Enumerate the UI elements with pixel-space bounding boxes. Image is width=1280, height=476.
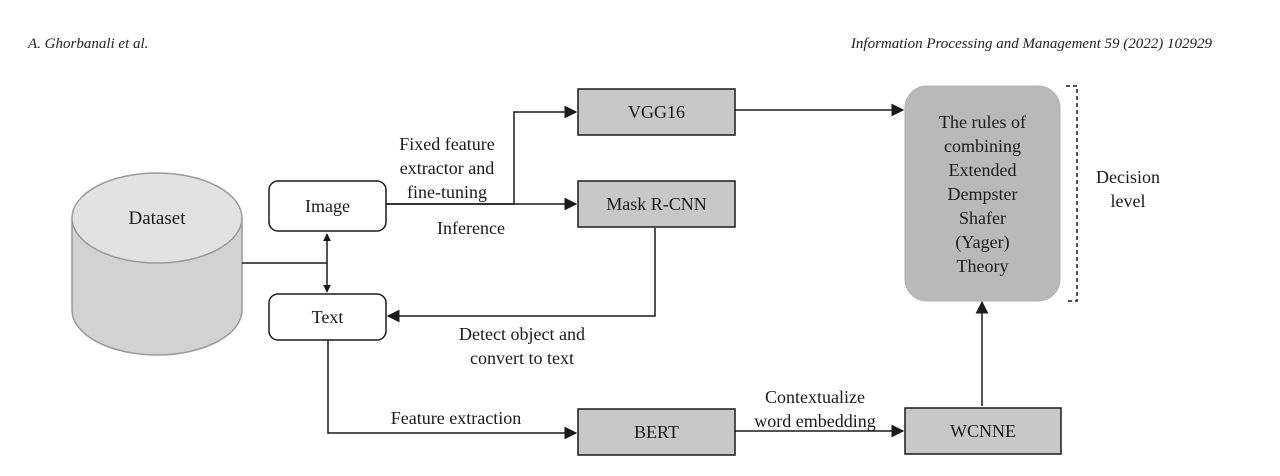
fusion-line-2: combining (944, 136, 1021, 156)
bert-label: BERT (634, 422, 679, 442)
bert-node: BERT (577, 408, 736, 456)
dataset-cylinder: Dataset (71, 172, 243, 356)
fusion-line-7: Theory (957, 256, 1009, 276)
decision-level-bracket (1066, 85, 1078, 302)
header-journal: Information Processing and Management 59… (850, 36, 1212, 52)
text-label: Text (312, 307, 344, 327)
detect-object-line-2: convert to text (470, 348, 574, 368)
mask-rcnn-node: Mask R-CNN (577, 180, 736, 228)
text-node: Text (268, 293, 387, 341)
inference-label: Inference (437, 218, 505, 238)
mask-rcnn-label: Mask R-CNN (606, 194, 707, 214)
contextualize-line-2: word embedding (754, 411, 875, 431)
fusion-node: The rules of combining Extended Dempster… (904, 85, 1061, 302)
wcnne-node: WCNNE (904, 407, 1062, 455)
feature-extraction-label: Feature extraction (391, 408, 521, 428)
image-node: Image (268, 180, 387, 232)
fusion-line-5: Shafer (959, 208, 1006, 228)
text-to-bert-arrow (327, 340, 578, 440)
fusion-line-1: The rules of (939, 112, 1026, 132)
dataset-label: Dataset (129, 208, 187, 229)
fixed-feature-line-3: fine-tuning (407, 182, 487, 202)
fusion-line-3: Extended (949, 160, 1017, 180)
fixed-feature-line-1: Fixed feature (399, 134, 494, 154)
connectors (242, 85, 1078, 440)
wcnne-label: WCNNE (950, 421, 1016, 441)
image-label: Image (305, 196, 350, 216)
header-authors: A. Ghorbanali et al. (28, 36, 149, 52)
decision-level-line-2: level (1111, 191, 1146, 211)
vgg16-node: VGG16 (577, 88, 736, 136)
decision-level-line-1: Decision (1096, 167, 1160, 187)
maskrcnn-to-text-arrow (386, 228, 656, 323)
fixed-feature-line-2: extractor and (400, 158, 494, 178)
contextualize-line-1: Contextualize (765, 387, 865, 407)
fusion-line-6: (Yager) (955, 232, 1009, 253)
fusion-line-4: Dempster (948, 184, 1018, 204)
detect-object-line-1: Detect object and (459, 324, 585, 344)
edge-labels: Fixed feature extractor and fine-tuning … (391, 134, 1160, 431)
vgg16-label: VGG16 (628, 102, 685, 122)
